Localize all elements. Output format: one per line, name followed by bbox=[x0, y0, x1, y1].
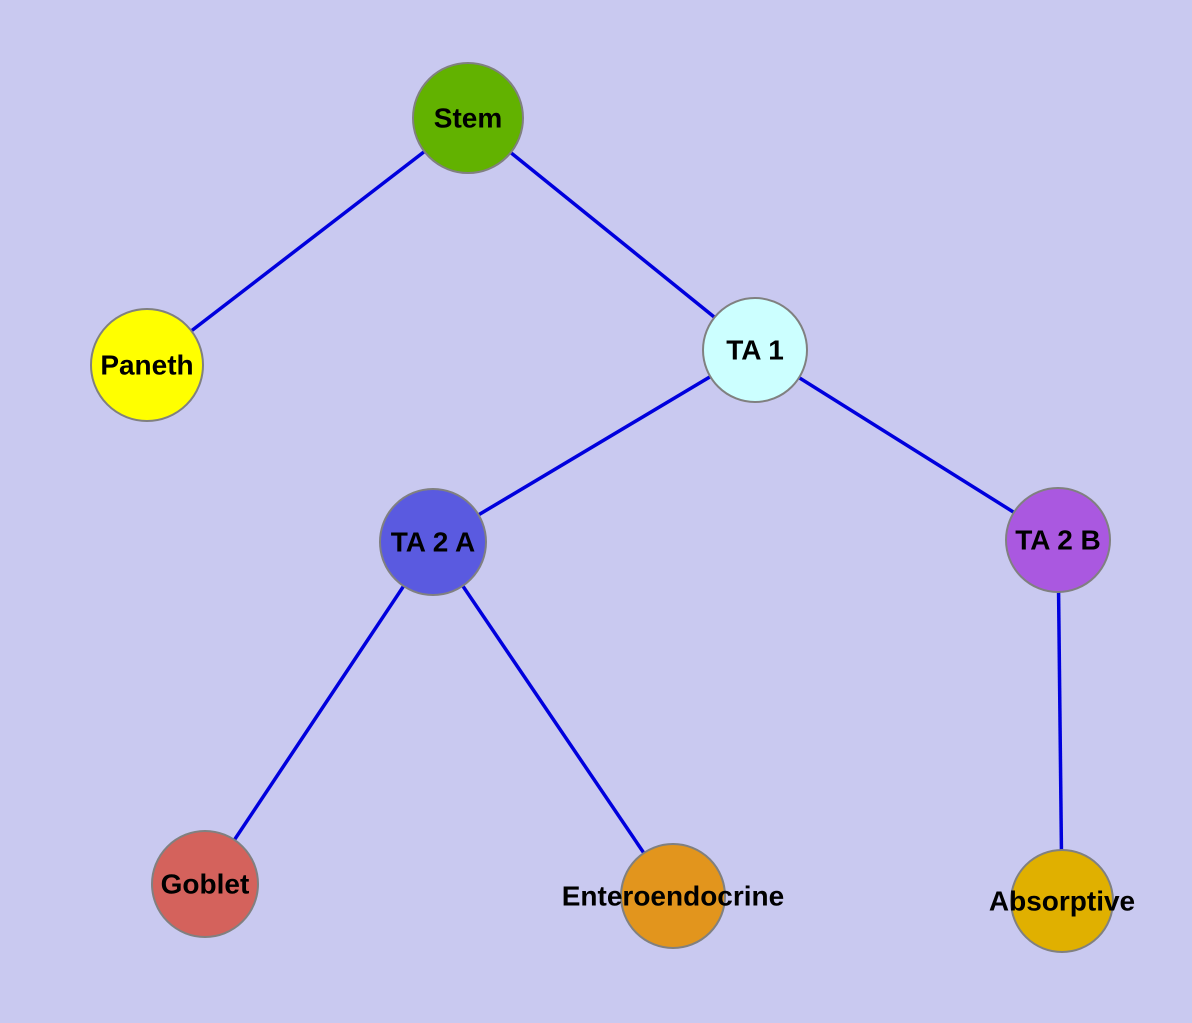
edge-stem-ta1 bbox=[466, 116, 757, 352]
node-absorptive[interactable] bbox=[1010, 849, 1114, 953]
node-enteroendocrine[interactable] bbox=[620, 843, 726, 949]
node-goblet[interactable] bbox=[151, 830, 259, 938]
nodes-layer bbox=[90, 62, 1114, 953]
edges-layer bbox=[145, 116, 1064, 902]
edge-stem-paneth bbox=[145, 116, 470, 367]
edge-ta2b-absorptive bbox=[1056, 539, 1064, 902]
edge-ta2a-goblet bbox=[203, 541, 435, 885]
node-ta2b[interactable] bbox=[1005, 487, 1111, 593]
node-stem[interactable] bbox=[412, 62, 524, 174]
node-ta1[interactable] bbox=[702, 297, 808, 403]
edge-ta2a-enteroendocrine bbox=[431, 541, 675, 897]
node-paneth[interactable] bbox=[90, 308, 204, 422]
edge-ta1-ta2b bbox=[754, 348, 1059, 542]
edge-ta1-ta2a bbox=[432, 348, 756, 544]
node-ta2a[interactable] bbox=[379, 488, 487, 596]
